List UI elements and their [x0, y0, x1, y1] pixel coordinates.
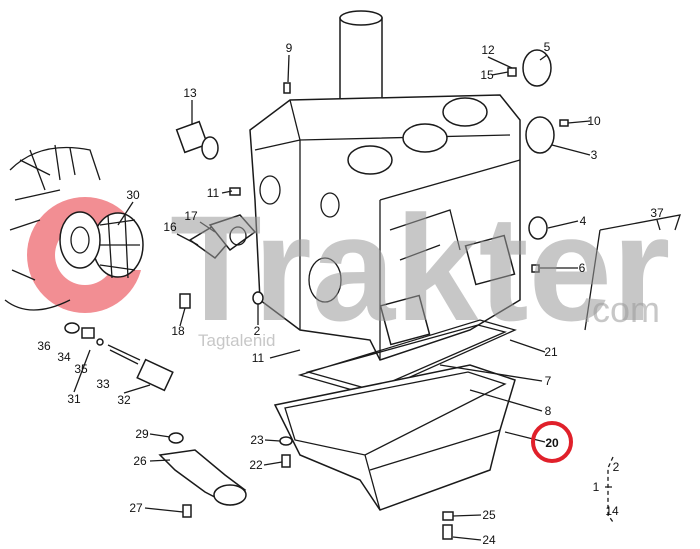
callout-label-6: 6 — [579, 261, 586, 275]
callout-label-22: 22 — [249, 458, 263, 472]
watermark-tagline: Tagtalenid — [198, 331, 276, 350]
callout-label-31: 31 — [67, 392, 81, 406]
callout-label-37: 37 — [650, 206, 664, 220]
callout-label-23: 23 — [250, 433, 264, 447]
callout-label-8: 8 — [545, 404, 552, 418]
callout-label-25: 25 — [482, 508, 496, 522]
callout-label-24: 24 — [482, 533, 496, 547]
callout-label-17: 17 — [184, 209, 198, 223]
callout-label-3: 3 — [591, 148, 598, 162]
watermark-brand: Trakter — [170, 184, 670, 352]
timing-gear-housing — [4, 144, 101, 311]
callout-label-18: 18 — [171, 324, 185, 338]
callout-label-30: 30 — [126, 188, 140, 202]
callout-label-14: 14 — [605, 504, 619, 518]
callout-label-12: 12 — [481, 43, 495, 57]
callout-label-27: 27 — [129, 501, 143, 515]
callout-label-20: 20 — [545, 436, 559, 450]
callout-label-11: 11 — [252, 351, 265, 365]
callout-label-26: 26 — [133, 454, 147, 468]
watermark-domain: .com — [582, 289, 660, 330]
leader-lines — [73, 54, 661, 541]
callout-label-4: 4 — [580, 214, 587, 228]
highlight-circle — [531, 421, 573, 463]
callout-label-2: 2 — [613, 460, 620, 474]
callout-label-5: 5 — [544, 40, 551, 54]
assembly-bracket — [607, 456, 614, 523]
callout-label-35: 35 — [74, 362, 88, 376]
callout-label-15: 15 — [480, 68, 494, 82]
cylinder-block — [249, 94, 521, 361]
callout-label-7: 7 — [545, 374, 552, 388]
oil-pump-gear — [59, 211, 144, 279]
callout-label-36: 36 — [37, 339, 51, 353]
callout-label-29: 29 — [135, 427, 149, 441]
oil-pan — [273, 364, 516, 511]
callout-label-2: 2 — [254, 324, 261, 338]
small-parts — [64, 49, 681, 540]
callout-label-33: 33 — [96, 377, 110, 391]
callout-label-16: 16 — [163, 220, 177, 234]
callout-label-10: 10 — [587, 114, 601, 128]
callout-label-32: 32 — [117, 393, 131, 407]
callout-label-11: 11 — [207, 186, 220, 200]
callout-label-34: 34 — [57, 350, 71, 364]
callout-label-9: 9 — [286, 41, 293, 55]
callout-label-21: 21 — [544, 345, 558, 359]
callout-label-13: 13 — [183, 86, 197, 100]
oil-pan-gasket — [297, 319, 517, 396]
callout-label-1: 1 — [593, 480, 600, 494]
